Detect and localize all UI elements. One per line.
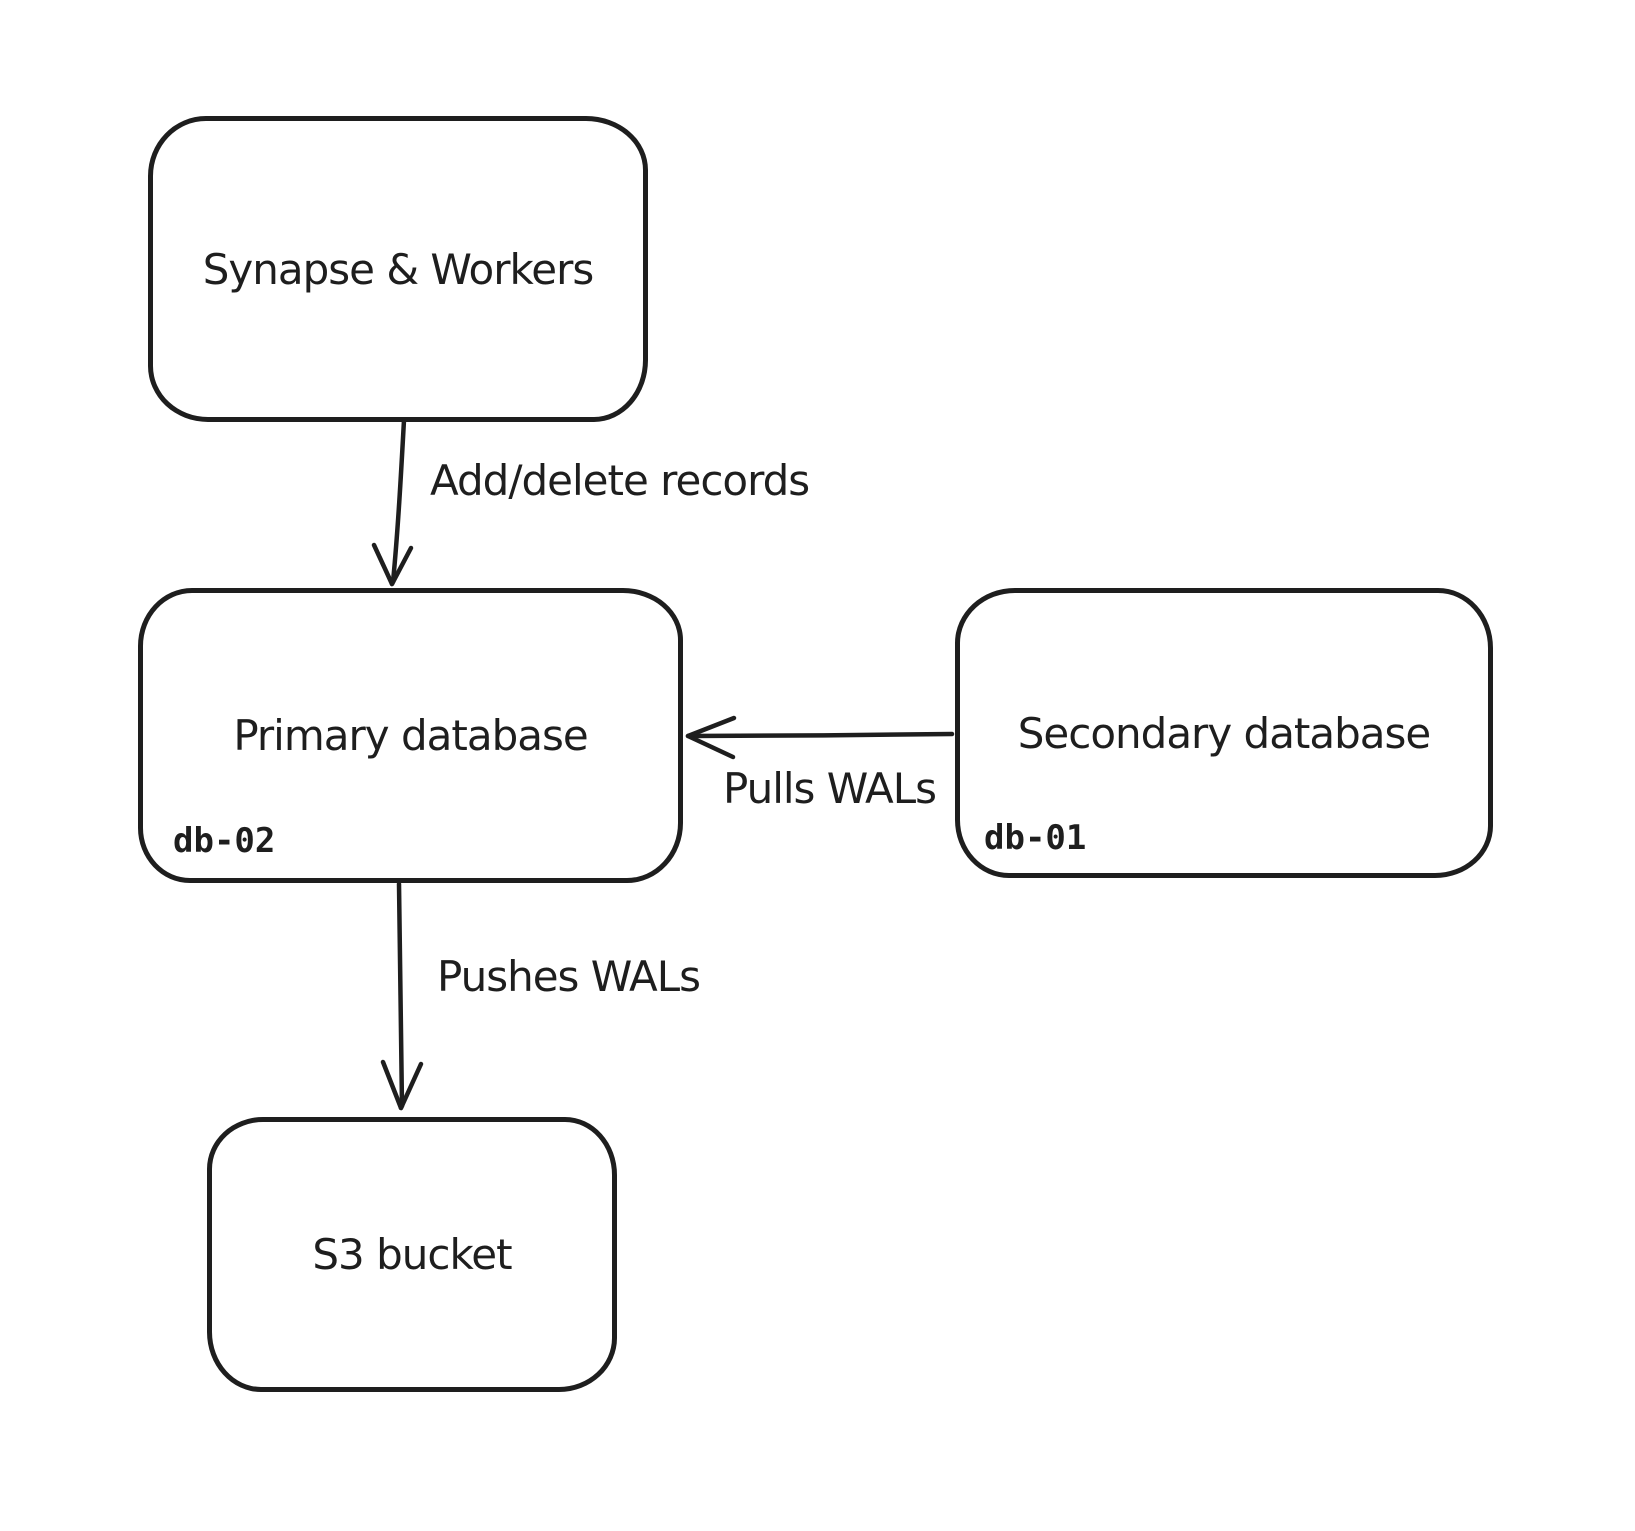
node-secondary-database: Secondary database db-01 <box>955 588 1493 878</box>
arrow-pulls-wals <box>685 715 955 760</box>
edge-label-pushes-wals: Pushes WALs <box>437 952 701 1001</box>
node-hostname-label: db-01 <box>984 818 1087 858</box>
edge-label-add-delete-records: Add/delete records <box>430 456 810 505</box>
node-label: Primary database <box>233 711 588 760</box>
arrow-pushes-wals <box>380 881 424 1111</box>
node-label: Synapse & Workers <box>202 244 595 294</box>
node-primary-database: Primary database db-02 <box>138 588 683 883</box>
edge-label-pulls-wals: Pulls WALs <box>723 764 937 813</box>
node-label: Secondary database <box>1017 708 1431 758</box>
node-hostname-label: db-02 <box>173 821 276 861</box>
node-label: S3 bucket <box>312 1230 512 1279</box>
node-s3-bucket: S3 bucket <box>207 1117 617 1392</box>
arrow-add-delete-records <box>371 417 414 587</box>
node-synapse-workers: Synapse & Workers <box>148 116 648 422</box>
